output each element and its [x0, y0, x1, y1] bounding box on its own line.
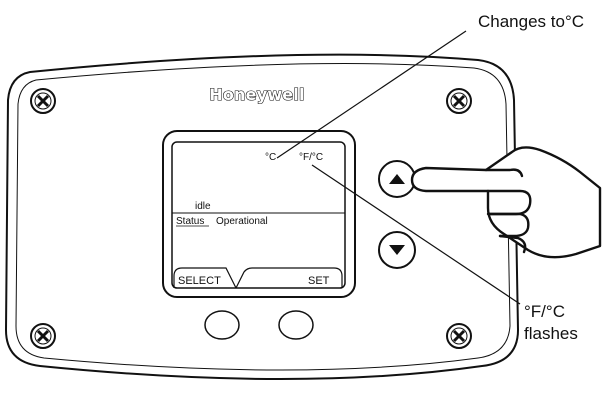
unit-fc-label: °F/°C — [299, 152, 323, 163]
screw-bottom-right — [446, 323, 472, 349]
softkey-select-label: SELECT — [178, 275, 221, 287]
display-screen — [171, 141, 346, 289]
device-inner-edge — [15, 63, 511, 371]
status-label: Status — [176, 216, 204, 227]
callout-fc-label: °F/°C — [524, 302, 565, 321]
up-button[interactable] — [378, 160, 416, 198]
softkey-set-label: SET — [308, 275, 330, 287]
unit-celsius-label: °C — [265, 152, 276, 163]
state-text: idle — [195, 201, 211, 212]
status-value: Operational — [216, 216, 268, 227]
screw-bottom-left — [30, 323, 56, 349]
set-button[interactable] — [278, 310, 314, 340]
triangle-down-icon — [389, 245, 405, 255]
callout-flashes-label: flashes — [524, 324, 578, 343]
select-button[interactable] — [204, 310, 240, 340]
callout-top-leader — [276, 30, 467, 159]
down-button[interactable] — [378, 231, 416, 269]
screw-top-right — [446, 88, 472, 114]
softkey-set-tab[interactable] — [235, 267, 343, 289]
softkey-select-tab[interactable] — [173, 267, 237, 289]
triangle-up-icon — [389, 174, 405, 184]
screw-top-left — [30, 88, 56, 114]
callout-bottom-leader — [311, 164, 521, 305]
brand-logo: Honeywell — [209, 85, 304, 104]
callout-changes-to-c: Changes to°C — [478, 12, 584, 31]
pointing-hand-icon — [410, 146, 602, 259]
